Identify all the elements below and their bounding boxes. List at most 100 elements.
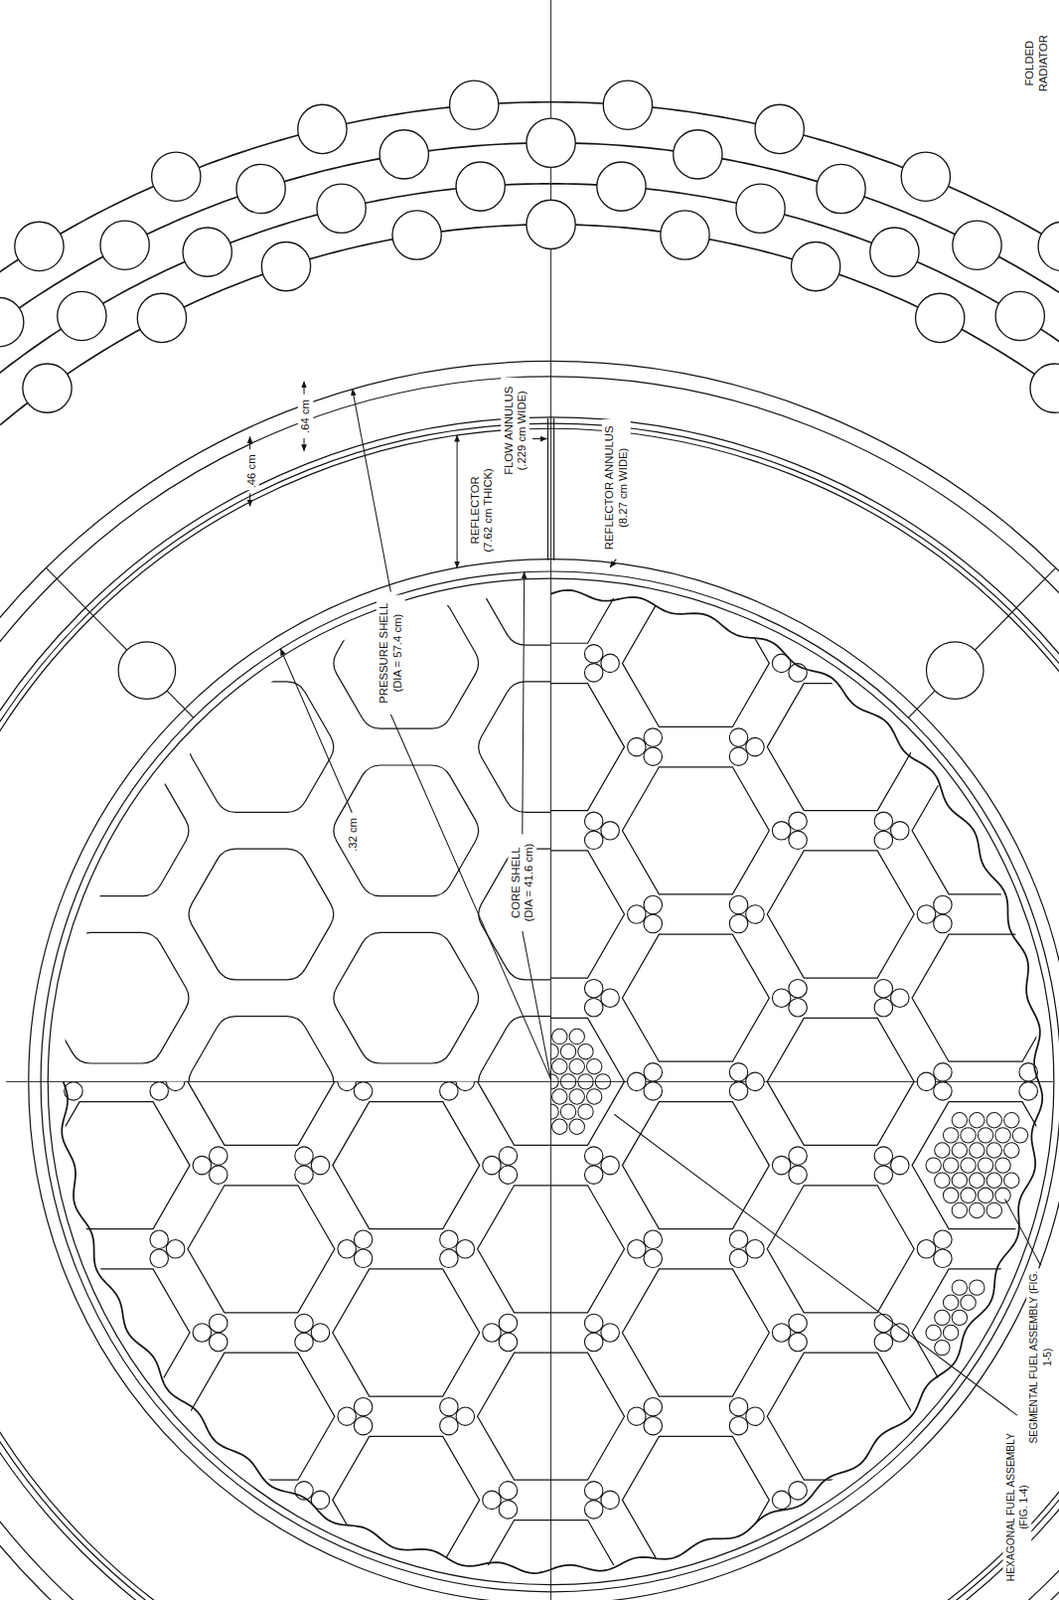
fuel-pin (1012, 1127, 1028, 1143)
fuel-pin (969, 1202, 985, 1217)
radiator-tube (100, 220, 150, 270)
tie-rod (643, 1396, 662, 1415)
dimension-line (456, 435, 458, 502)
tie-rod (209, 1146, 228, 1165)
fuel-pin (986, 1112, 1002, 1128)
leader-line (303, 381, 305, 395)
tie-rod (310, 1323, 329, 1342)
fuel-hex-outline (188, 848, 334, 980)
tie-rod (353, 728, 372, 747)
tie-rod (310, 821, 329, 840)
dimension-label: .32 cm (342, 815, 361, 854)
support-pin (118, 641, 176, 700)
fuel-pin (969, 1112, 985, 1128)
fuel-pin (560, 1073, 576, 1089)
label-text: FOLDED RADIATOR (1022, 25, 1052, 102)
tie-rod (746, 905, 764, 923)
tie-rod (601, 1490, 619, 1509)
part-label: FLOW ANNULUS (.229 cm WIDE) (500, 377, 530, 484)
tie-rod (440, 913, 458, 932)
radiator-tube (298, 104, 347, 153)
fuel-hex-outline (188, 681, 334, 813)
tie-rod (150, 1229, 168, 1248)
radiator-tube (379, 130, 429, 179)
tie-rod (643, 1062, 662, 1081)
tie-rod (498, 644, 517, 663)
fuel-pin (951, 1309, 967, 1325)
tie-rod (601, 653, 619, 672)
fuel-pin (995, 1187, 1011, 1203)
support-line (45, 567, 193, 718)
fuel-hex-outline (767, 848, 913, 980)
tie-rod (455, 737, 474, 756)
tie-rod (891, 1155, 909, 1174)
part-label: CORE SHELL (DIA = 41.6 cm) (507, 836, 537, 927)
label-text: FLOW ANNULUS (.229 cm WIDE) (500, 377, 530, 484)
tie-rod (310, 1155, 329, 1174)
fuel-hex-can (187, 850, 335, 978)
fuel-pin (969, 1142, 985, 1158)
tie-rod (746, 1071, 764, 1090)
tie-rod (482, 1155, 501, 1174)
fuel-pin (934, 1142, 950, 1158)
tie-rod (916, 1406, 935, 1425)
tie-rod (498, 1332, 517, 1351)
fuel-pin (934, 1172, 950, 1188)
fuel-pin (517, 1088, 533, 1104)
fuel-hex-can (477, 1017, 625, 1145)
tie-rod (584, 1500, 603, 1518)
tie-rod (482, 1490, 501, 1509)
tie-rod (874, 978, 893, 997)
radiator-tube (22, 363, 72, 413)
tie-rod (498, 495, 517, 514)
fuel-pin (569, 1118, 585, 1134)
leader-line (390, 714, 551, 1080)
fuel-pin (934, 1309, 950, 1325)
tie-rod (874, 811, 893, 830)
shell-ring (0, 417, 1059, 1600)
radiator-tube (597, 161, 646, 211)
fuel-pin (587, 1088, 603, 1104)
shell-ring (47, 578, 1055, 1584)
tie-rod (601, 1155, 619, 1174)
tie-rod (1019, 1248, 1038, 1267)
tie-rod (1019, 1081, 1038, 1100)
fuel-pin (595, 1073, 610, 1089)
fuel-pin (543, 1073, 559, 1089)
tie-rod (337, 1239, 356, 1258)
tie-rod (440, 728, 458, 747)
fuel-pin (986, 1172, 1002, 1188)
tie-rod (440, 895, 458, 913)
fuel-hex-outline (767, 681, 913, 813)
tie-rod (440, 1248, 458, 1267)
fuel-pin (942, 1294, 958, 1310)
fuel-pin (534, 1118, 550, 1134)
tie-rod (627, 1406, 646, 1425)
part-label: SEGMENTAL FUEL ASSEMBLY (FIG. 1-5) (1026, 1267, 1056, 1446)
part-label: REFLECTOR ANNULUS (8.27 cm WIDE) (602, 419, 631, 557)
fuel-pin (977, 1187, 993, 1203)
fuel-pin (499, 1059, 515, 1074)
tie-rod (916, 1239, 935, 1258)
radiator-tube (995, 291, 1045, 340)
tie-rod (498, 1146, 517, 1165)
fuel-hex-outline (622, 1266, 768, 1398)
leader-line (1005, 1198, 1042, 1265)
tie-rod (337, 905, 356, 923)
tie-rod (353, 1081, 372, 1100)
fuel-hex-can (621, 599, 769, 727)
radiator-tube (316, 183, 366, 233)
fuel-hex-outline (188, 1350, 334, 1482)
fuel-pin (951, 1142, 967, 1158)
tie-rod (874, 830, 893, 849)
leader-line (522, 930, 552, 1079)
tie-rod (353, 913, 372, 932)
tie-rod (916, 1071, 935, 1090)
fuel-hex-outline (188, 1016, 334, 1148)
tie-rod (337, 1406, 356, 1425)
tie-rod (498, 997, 517, 1016)
tie-rod (771, 821, 790, 840)
tie-rod (643, 1415, 662, 1434)
fuel-pin (517, 1118, 533, 1134)
core-baffle (61, 590, 1043, 1573)
